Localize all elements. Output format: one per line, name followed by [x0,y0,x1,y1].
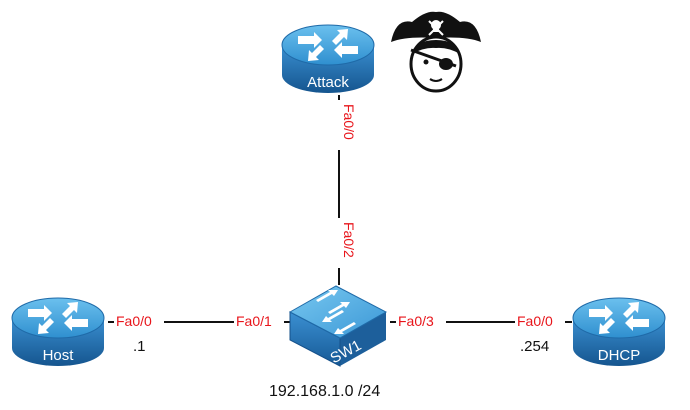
switch-icon [288,285,388,367]
pirate-icon [391,11,481,93]
port-label-dhcp-fa00: Fa0/0 [517,313,553,329]
port-label-sw1-fa03: Fa0/3 [398,313,434,329]
port-label-host-fa00: Fa0/0 [116,313,152,329]
port-label-attack-fa00: Fa0/0 [341,104,357,140]
dhcp-address: .254 [520,338,549,355]
device-label-attack: Attack [307,74,349,91]
switch-sw1: SW1 [288,285,388,367]
router-host: Host [11,297,105,367]
device-label-host: Host [43,347,75,364]
network-label: 192.168.1.0 /24 [269,383,380,400]
router-dhcp: DHCP [572,297,666,367]
port-label-sw1-fa02: Fa0/2 [341,222,357,258]
device-label-dhcp: DHCP [598,347,641,364]
host-address: .1 [133,338,146,355]
router-attack: Attack [281,24,375,94]
port-label-sw1-fa01: Fa0/1 [236,313,272,329]
